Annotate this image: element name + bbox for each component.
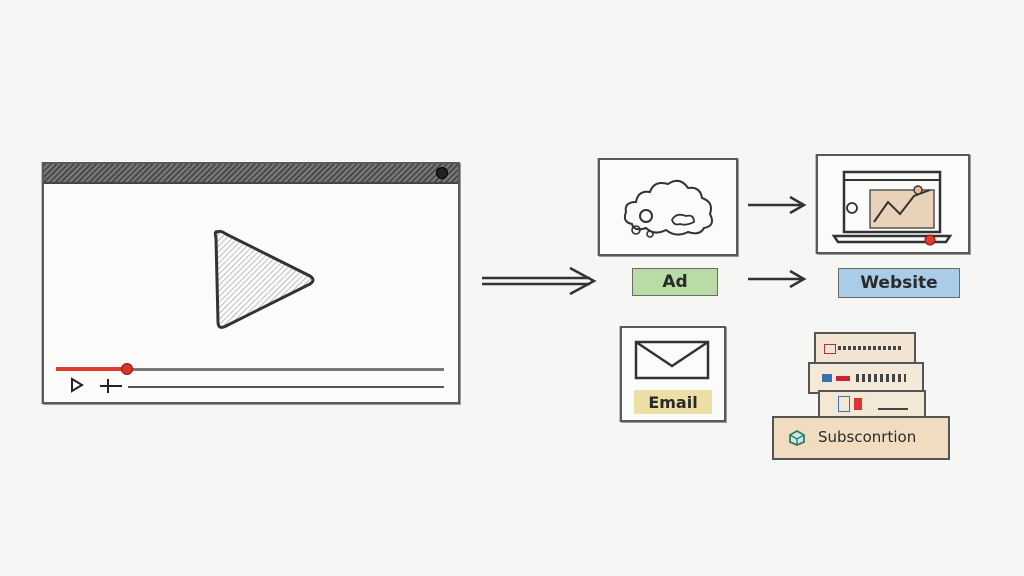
email-label: Email — [634, 390, 712, 414]
play-icon[interactable] — [210, 226, 320, 336]
stack-box-top — [814, 332, 916, 364]
subscription-stack: Subsconrtion — [770, 330, 950, 460]
volume-slider-icon[interactable] — [100, 378, 124, 394]
progress-handle[interactable] — [120, 363, 133, 375]
package-icon — [789, 429, 805, 446]
ad-card — [598, 158, 738, 256]
small-play-icon[interactable] — [70, 377, 84, 393]
arrow-ad-to-website-top — [748, 195, 807, 215]
window-control-icon[interactable] — [436, 167, 448, 179]
subscription-base-box: Subsconrtion — [772, 416, 950, 460]
email-card: Email — [620, 326, 726, 422]
subscription-label: Subsconrtion — [818, 428, 917, 446]
player-title-bar — [44, 164, 458, 184]
laptop-chart-icon — [831, 170, 953, 246]
progress-fill — [56, 367, 126, 371]
arrow-player-to-ad — [482, 266, 597, 296]
control-bar-line — [128, 386, 444, 388]
envelope-icon — [634, 340, 710, 380]
progress-track[interactable] — [56, 368, 444, 371]
arrow-ad-to-website-bottom — [748, 269, 807, 289]
website-card — [816, 154, 970, 254]
cloud-icon — [623, 179, 713, 238]
website-label: Website — [838, 268, 960, 298]
ad-label: Ad — [632, 268, 718, 296]
video-player-window — [42, 162, 460, 404]
